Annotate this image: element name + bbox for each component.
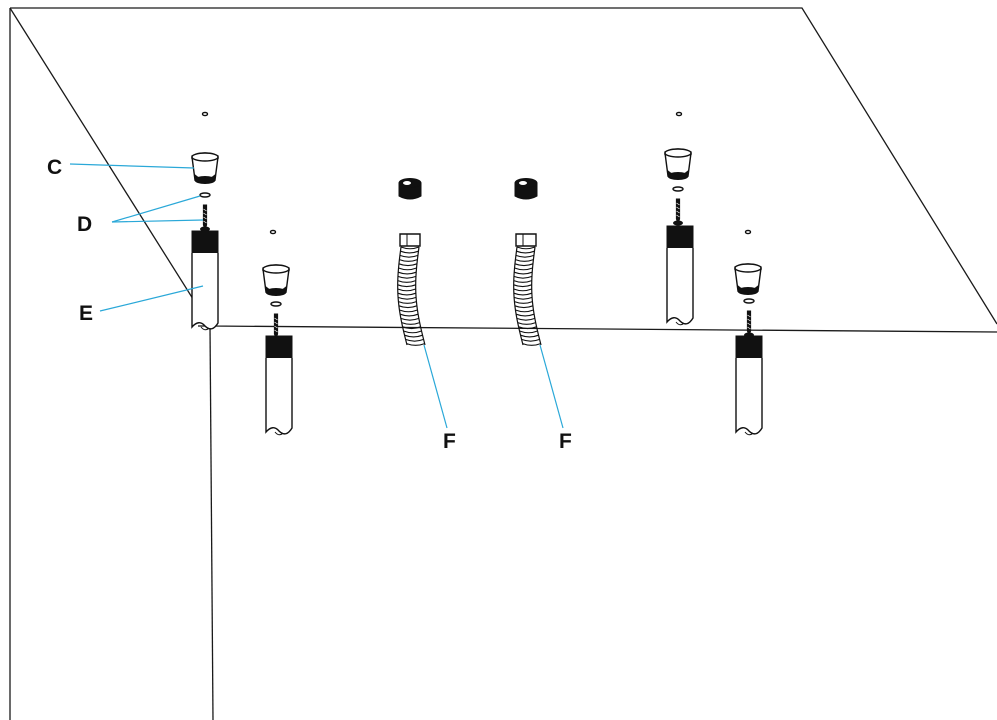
leg-front-left bbox=[265, 335, 293, 436]
leader-c bbox=[69, 163, 195, 169]
hose-left-left-edge bbox=[397, 246, 408, 346]
cap-front-left bbox=[262, 264, 290, 297]
mount-front-left bbox=[262, 264, 293, 436]
leg-front-right bbox=[735, 335, 763, 436]
hose-left-rib bbox=[399, 254, 419, 258]
countertop-outline bbox=[9, 7, 997, 720]
hose-right-rib bbox=[515, 254, 535, 258]
hose-right bbox=[513, 233, 542, 346]
hose-left-rib bbox=[401, 322, 420, 325]
mount-back-left bbox=[191, 152, 219, 331]
hose-left-rib bbox=[398, 271, 417, 275]
hose-right-rib bbox=[515, 309, 534, 313]
hose-left-rib bbox=[400, 246, 420, 250]
screw-front-left bbox=[270, 301, 282, 341]
label-e: E bbox=[79, 302, 93, 325]
hose-left bbox=[397, 233, 426, 346]
hose-left-rib bbox=[406, 343, 425, 346]
screw-back-left bbox=[199, 192, 211, 232]
leader-d-washer bbox=[111, 195, 201, 223]
hose-left-right-edge bbox=[415, 246, 426, 346]
hose-right-rib bbox=[522, 343, 541, 346]
label-c: C bbox=[47, 156, 62, 179]
label-f-right: F bbox=[559, 430, 572, 453]
hose-right-rib bbox=[513, 292, 533, 296]
hose-left-fitting bbox=[399, 233, 421, 247]
hose-nut-right bbox=[514, 178, 538, 200]
hose-right-rib bbox=[519, 330, 538, 334]
cap-back-right bbox=[664, 148, 692, 181]
hose-right-rib bbox=[516, 250, 535, 254]
leg-back-left bbox=[191, 230, 219, 331]
label-d: D bbox=[77, 213, 92, 236]
hose-right-rib bbox=[521, 338, 540, 342]
hose-left-rib bbox=[403, 330, 422, 334]
pilot-holes bbox=[201, 111, 752, 235]
hose-left-rib bbox=[397, 292, 417, 296]
hose-left-rib bbox=[399, 313, 419, 317]
hose-right-rib bbox=[516, 317, 536, 321]
leader-d-screw bbox=[111, 219, 204, 223]
hose-right-rib bbox=[513, 275, 533, 279]
hose-right-rib bbox=[518, 326, 537, 330]
hose-right-rib bbox=[514, 301, 533, 304]
hose-right-rib bbox=[515, 313, 535, 317]
hose-right-rib bbox=[514, 267, 533, 271]
screw-front-right bbox=[743, 298, 755, 338]
hose-right-rib bbox=[513, 280, 532, 283]
leader-e bbox=[99, 285, 204, 312]
hose-left-rib bbox=[398, 267, 417, 271]
hose-left-rib bbox=[397, 284, 416, 288]
hose-right-rib bbox=[514, 263, 534, 267]
cap-back-left bbox=[191, 152, 219, 185]
hose-right-fitting bbox=[515, 233, 537, 247]
hose-right-left-edge bbox=[513, 246, 524, 346]
hose-left-rib bbox=[400, 250, 419, 254]
hose-left-rib bbox=[397, 288, 416, 292]
hose-right-rib bbox=[514, 305, 534, 309]
hose-left-rib bbox=[397, 280, 416, 283]
leader-lines bbox=[69, 163, 564, 429]
mount-front-right bbox=[734, 263, 763, 436]
hose-right-rib bbox=[513, 288, 532, 292]
hose-nut-left bbox=[398, 178, 422, 200]
hose-left-rib bbox=[399, 309, 418, 313]
mount-back-right bbox=[664, 148, 694, 326]
hose-right-rib bbox=[516, 246, 536, 250]
hose-right-rib bbox=[513, 296, 533, 300]
hose-right-rib bbox=[514, 271, 533, 275]
flex-hoses bbox=[397, 233, 542, 346]
hose-left-rib bbox=[398, 301, 417, 304]
hose-right-rib bbox=[517, 322, 536, 325]
leader-f-right bbox=[539, 344, 564, 429]
hose-left-rib bbox=[397, 275, 417, 279]
hose-left-rib bbox=[405, 338, 424, 342]
label-f-left: F bbox=[443, 430, 456, 453]
hose-right-right-edge bbox=[531, 246, 542, 346]
hose-left-rib bbox=[402, 326, 421, 330]
hose-right-rib bbox=[513, 284, 532, 288]
hose-left-rib bbox=[398, 263, 418, 267]
leg-back-right bbox=[666, 225, 694, 326]
hose-left-rib bbox=[400, 317, 420, 321]
cap-front-right bbox=[734, 263, 762, 296]
hose-left-rib bbox=[404, 334, 423, 338]
hose-left-rib bbox=[397, 296, 417, 300]
hose-left-rib bbox=[398, 305, 418, 309]
hose-right-rib bbox=[515, 259, 534, 262]
screw-back-right bbox=[672, 186, 684, 226]
leader-f-left bbox=[423, 344, 448, 429]
hose-right-rib bbox=[520, 334, 539, 338]
hose-left-rib bbox=[399, 259, 418, 262]
